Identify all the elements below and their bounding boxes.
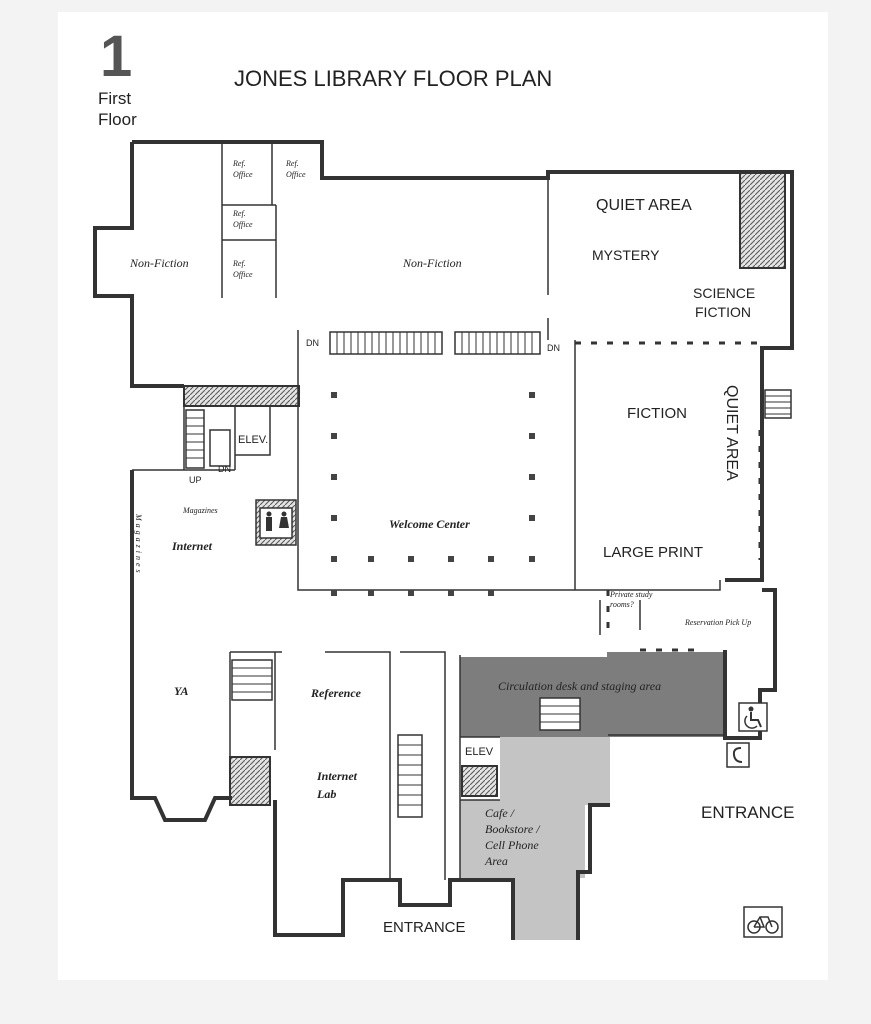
quiet-area-top-label: QUIET AREA [596, 197, 692, 214]
elevator-label-south: ELEV [465, 746, 494, 758]
cafe-area-middle [460, 800, 585, 878]
stair-north-west [329, 331, 443, 355]
dn-label-west: DN [218, 464, 231, 474]
elevator-label: ELEV. [238, 434, 268, 446]
ref-office-4: Ref. Office [232, 259, 253, 279]
internet-lab-label-2: Lab [316, 787, 336, 801]
stair-shaft-northeast [739, 171, 786, 269]
reference-label: Reference [310, 686, 362, 700]
magazines-vertical-label: Magazines [134, 513, 143, 576]
internet-lab-label-1: Internet [316, 769, 358, 783]
svg-text:Ref.: Ref. [232, 259, 246, 268]
ref-office-1: Ref. Office [232, 159, 253, 179]
stair-landing-west [183, 385, 300, 407]
fiction-label: FICTION [627, 405, 687, 422]
circulation-area-west [460, 657, 610, 737]
restroom-icon [259, 507, 293, 539]
svg-text:Office: Office [233, 270, 253, 279]
magazines-label: Magazines [182, 506, 218, 515]
interior-walls [132, 142, 725, 880]
mystery-label: MYSTERY [592, 247, 660, 263]
ya-label: YA [174, 684, 188, 698]
circulation-area-east [607, 652, 727, 737]
stair-ya [231, 659, 273, 701]
quiet-area-side-label: QUIET AREA [723, 385, 740, 481]
entrance-east-label: ENTRANCE [701, 803, 795, 822]
entrance-south-label: ENTRANCE [383, 919, 466, 936]
cafe-area-upper [500, 737, 610, 805]
non-fiction-west-label: Non-Fiction [129, 256, 189, 270]
ref-office-3: Ref. Office [232, 209, 253, 229]
private-study-label-1: Private study [609, 590, 653, 599]
bicycle-icon [743, 906, 783, 938]
floor-name-floor: Floor [98, 110, 137, 129]
stair-north-east [454, 331, 541, 355]
cafe-area-lower [513, 875, 578, 940]
stair-reference [397, 734, 423, 818]
dn-label-north-west: DN [306, 338, 319, 348]
cafe-label-4: Area [484, 854, 508, 868]
welcome-center-label: Welcome Center [389, 517, 470, 531]
svg-text:Office: Office [286, 170, 306, 179]
reservation-pickup-label: Reservation Pick Up [684, 618, 751, 627]
cafe-label-3: Cell Phone [485, 838, 539, 852]
svg-text:Ref.: Ref. [232, 159, 246, 168]
private-study-label-2: rooms? [610, 600, 634, 609]
cafe-label-2: Bookstore / [485, 822, 541, 836]
circulation-label: Circulation desk and staging area [498, 679, 661, 693]
exterior-wall [93, 140, 794, 940]
svg-text:Ref.: Ref. [232, 209, 246, 218]
large-print-label: LARGE PRINT [603, 544, 703, 561]
cafe-label-1: Cafe / [485, 806, 516, 820]
map-title: JONES LIBRARY FLOOR PLAN [234, 66, 552, 91]
stair-west [185, 409, 231, 469]
column-grid [331, 392, 535, 596]
phone-icon [726, 742, 750, 768]
ref-office-2: Ref. Office [285, 159, 306, 179]
svg-text:Office: Office [233, 170, 253, 179]
internet-label: Internet [171, 539, 213, 553]
stair-circulation [539, 697, 581, 731]
up-label: UP [189, 475, 202, 485]
science-fiction-label-2: FICTION [695, 304, 751, 320]
svg-text:Office: Office [233, 220, 253, 229]
elevator-shaft-south [461, 765, 498, 797]
floor-name-first: First [98, 89, 131, 108]
stair-east [764, 389, 792, 419]
science-fiction-label-1: SCIENCE [693, 285, 755, 301]
elevator-shaft-southwest [229, 756, 271, 806]
svg-text:Ref.: Ref. [285, 159, 299, 168]
accessible-icon [738, 702, 768, 732]
floor-number: 1 [100, 24, 132, 89]
dn-label-north-east: DN [547, 343, 560, 353]
non-fiction-main-label: Non-Fiction [402, 256, 462, 270]
